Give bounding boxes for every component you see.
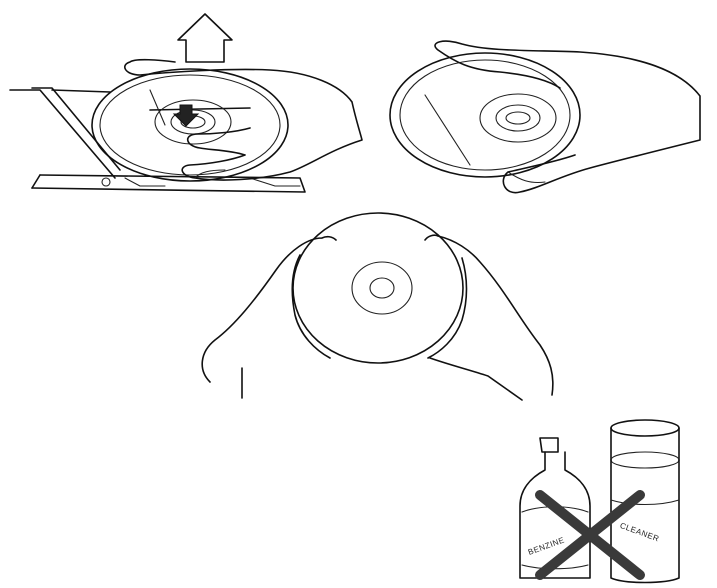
disc-being-removed (390, 53, 580, 177)
disc-remove-panel (390, 41, 700, 193)
disc-tray (10, 88, 305, 192)
right-hand-icon (425, 235, 553, 400)
down-arrow-icon (174, 105, 198, 126)
up-arrow-icon (178, 14, 232, 62)
disc-hold-edges-panel (202, 213, 553, 400)
no-solvents-panel: BENZINE CLEANER (520, 420, 679, 583)
left-hand-icon (202, 237, 336, 398)
can-label: CLEANER (619, 521, 661, 544)
disc-tray-push-panel (10, 14, 362, 192)
